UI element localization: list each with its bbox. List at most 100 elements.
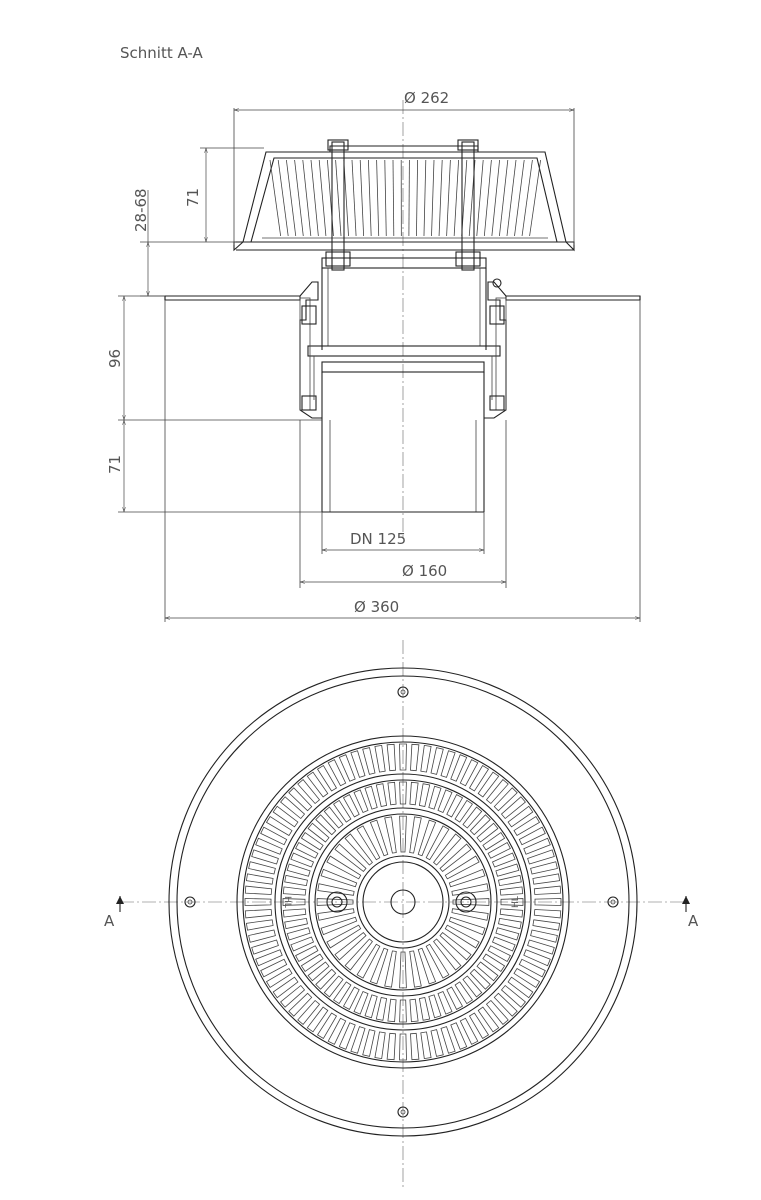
plan-screw-right <box>455 891 477 913</box>
grate-slot <box>468 764 490 792</box>
outlet-pipe <box>321 361 485 513</box>
grate-slot <box>280 984 306 1008</box>
grate-slot <box>255 837 283 855</box>
dim-h96: 96 <box>106 295 322 421</box>
grate-slot <box>420 744 432 773</box>
grate-slot <box>418 997 431 1021</box>
grate-outer-ring-inner <box>242 741 564 1063</box>
grate-slot <box>282 898 306 906</box>
grate-bar <box>286 159 297 237</box>
grate-slot <box>306 1006 329 1033</box>
grate-slot <box>462 806 483 829</box>
grate-bar <box>431 159 435 237</box>
grate-slot <box>245 919 274 931</box>
grate-slot <box>387 998 397 1023</box>
grate-slot <box>245 873 274 885</box>
grate-slot <box>326 855 362 880</box>
screw-left <box>325 139 351 271</box>
section-mark-left: A <box>104 896 124 930</box>
grate-bar <box>506 159 517 237</box>
grate-slot <box>513 815 541 837</box>
grate-slot <box>295 841 319 859</box>
grate-slot <box>334 932 367 961</box>
grate-dome <box>233 145 575 252</box>
grate-bar <box>351 159 357 237</box>
grate-bar <box>476 159 484 237</box>
grate-slot <box>399 781 407 805</box>
grate-slot <box>272 976 299 999</box>
grate-slot <box>386 743 396 772</box>
grate-slot <box>477 1006 500 1033</box>
grate-bar <box>446 159 451 237</box>
grate-slot <box>507 805 534 828</box>
grate-slot <box>418 783 431 807</box>
outer-flange-circle <box>168 667 638 1137</box>
grate-slot <box>523 949 551 967</box>
grate-slot <box>530 861 558 875</box>
dim-h71-outlet: 71 <box>106 420 322 513</box>
grate-slot <box>425 825 450 861</box>
grate-slot <box>534 898 562 906</box>
grate-slot <box>440 750 456 778</box>
grate-slot <box>338 1022 356 1050</box>
grate-bars <box>269 159 541 237</box>
grate-bar <box>335 159 342 237</box>
grate-slot <box>482 953 506 972</box>
grate-slot <box>350 1026 366 1054</box>
grate-slot <box>533 885 562 895</box>
grate-slot <box>297 999 321 1025</box>
grate-slot <box>356 825 381 861</box>
grate-slot <box>295 945 319 963</box>
grate-bar <box>359 159 365 237</box>
grate-slot <box>437 990 453 1015</box>
grate-slot <box>364 785 378 810</box>
grate-slot <box>399 951 407 989</box>
grate-slot <box>323 975 344 998</box>
grate-bar <box>310 159 319 237</box>
grate-slot <box>290 852 315 868</box>
grate-slot <box>459 759 479 787</box>
grate-slot <box>288 787 313 812</box>
dim-h96-label: 96 <box>106 349 124 368</box>
grate-slot <box>433 833 462 866</box>
grate-slot <box>448 916 486 936</box>
grate-bar <box>514 159 525 237</box>
grate-slot <box>493 787 518 812</box>
grate-slot <box>532 873 561 885</box>
grate-slot <box>493 992 518 1017</box>
grate-slot <box>439 932 472 961</box>
grate-slot <box>344 938 373 971</box>
grate-slot <box>487 945 511 963</box>
grate-slot <box>333 981 352 1005</box>
grate-slot <box>410 1032 420 1061</box>
grate-slot <box>272 805 299 828</box>
grate-slot <box>433 938 462 971</box>
grate-slot <box>444 924 480 949</box>
dim-d262: Ø 262 <box>233 89 575 245</box>
grate-slot <box>476 961 499 982</box>
grate-slot <box>316 1012 338 1040</box>
grate-slot <box>409 998 419 1023</box>
grate-slot <box>477 771 500 798</box>
grate-slot <box>265 815 293 837</box>
grate-slot <box>437 789 453 814</box>
grate-slot <box>320 868 358 888</box>
grate-slot <box>499 886 524 896</box>
grate-inner-ring <box>308 807 498 997</box>
grate-slot <box>399 1033 407 1061</box>
grate-slot <box>316 764 338 792</box>
grate-slot <box>446 986 464 1010</box>
section-mark-left-label: A <box>104 912 115 930</box>
grate-slot <box>439 843 472 872</box>
grate-slot <box>425 943 450 979</box>
grate-slot <box>384 816 397 854</box>
grate-slot <box>448 868 486 888</box>
grate-slot <box>507 976 534 999</box>
grate-slot <box>320 916 358 936</box>
grate-slot <box>498 917 522 930</box>
grate-slot <box>284 874 308 887</box>
dim-h71-grate: 71 <box>184 147 264 243</box>
grate-slot <box>409 816 422 854</box>
grate-outer-ring <box>236 735 570 1069</box>
grate-slot <box>244 909 273 919</box>
